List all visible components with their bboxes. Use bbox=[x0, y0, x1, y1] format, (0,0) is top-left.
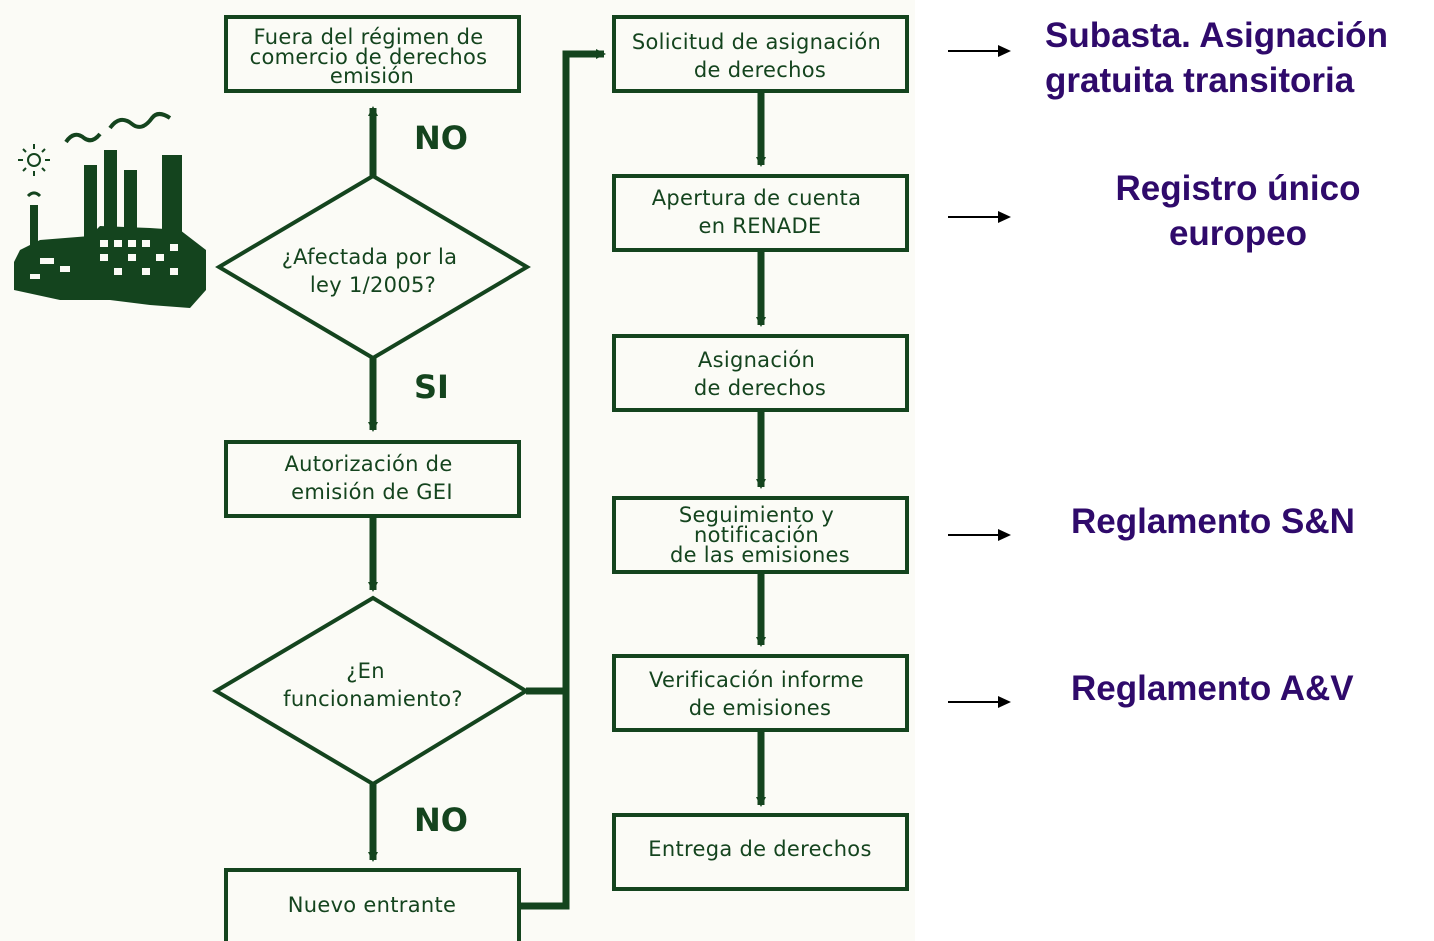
node-fuera-label: Fuera del régimen de comercio de derecho… bbox=[250, 25, 495, 88]
note-arrow-sn bbox=[948, 529, 1011, 541]
node-solicitud-box bbox=[612, 15, 909, 93]
node-seguimiento-line-3: de las emisiones bbox=[670, 543, 850, 567]
node-apertura-box bbox=[612, 174, 909, 252]
node-autorizacion-box bbox=[224, 440, 521, 518]
node-asignacion-line-1: Asignación bbox=[698, 348, 815, 372]
node-solicitud-label: Solicitud de asignación de derechos bbox=[632, 30, 888, 82]
node-seguimiento-line-1: Seguimiento y bbox=[679, 503, 834, 527]
node-nuevo-box bbox=[224, 868, 521, 941]
note-registro-line-1: Registro único bbox=[1115, 169, 1361, 208]
decision-afectada-line-2: ley 1/2005? bbox=[310, 273, 436, 297]
note-registro: Registro único europeo bbox=[1038, 166, 1434, 256]
decision-afectada-diamond bbox=[215, 173, 531, 361]
node-seguimiento-line-2: notificación bbox=[694, 523, 819, 547]
note-av: Reglamento A&V bbox=[1071, 666, 1354, 711]
answer-no-bottom: NO bbox=[414, 801, 468, 839]
node-verificacion-line-1: Verificación informe bbox=[649, 668, 864, 692]
node-entrega-box bbox=[612, 813, 909, 891]
note-arrow-av bbox=[948, 696, 1011, 708]
node-asignacion-line-2: de derechos bbox=[694, 376, 826, 400]
node-autorizacion-label: Autorización de emisión de GEI bbox=[284, 452, 459, 504]
node-solicitud-line-1: Solicitud de asignación bbox=[632, 30, 881, 54]
node-apertura-label: Apertura de cuenta en RENADE bbox=[652, 186, 868, 238]
node-verificacion-label: Verificación informe de emisiones bbox=[649, 668, 871, 720]
decision-funcionamiento-line-2: funcionamiento? bbox=[283, 687, 463, 711]
node-entrega-label: Entrega de derechos bbox=[648, 837, 871, 861]
node-apertura-line-1: Apertura de cuenta bbox=[652, 186, 861, 210]
note-arrow-registro bbox=[948, 211, 1011, 223]
node-apertura-line-2: en RENADE bbox=[699, 214, 822, 238]
note-subasta-line-1: Subasta. Asignación bbox=[1045, 16, 1388, 55]
note-subasta-line-2: gratuita transitoria bbox=[1045, 61, 1355, 100]
connector-funcionamiento-to-solicitud bbox=[526, 49, 606, 695]
node-asignacion-box bbox=[612, 334, 909, 412]
note-sn-line: Reglamento S&N bbox=[1071, 502, 1355, 541]
factory-icon bbox=[14, 112, 206, 308]
node-fuera-line-1: Fuera del régimen de bbox=[254, 25, 484, 49]
connector-nuevo-to-trunk bbox=[520, 691, 570, 910]
node-fuera-box bbox=[224, 15, 521, 93]
node-verificacion-box bbox=[612, 654, 909, 732]
node-fuera-line-2: comercio de derechos bbox=[250, 45, 488, 69]
decision-funcionamiento-diamond bbox=[212, 595, 530, 787]
decision-funcionamiento-line-1: ¿En bbox=[346, 659, 385, 683]
note-av-line: Reglamento A&V bbox=[1071, 669, 1354, 708]
note-sn: Reglamento S&N bbox=[1071, 499, 1355, 544]
decision-afectada-line-1: ¿Afectada por la bbox=[282, 245, 458, 269]
node-nuevo-label: Nuevo entrante bbox=[288, 893, 457, 917]
node-verificacion-line-2: de emisiones bbox=[689, 696, 832, 720]
node-asignacion-label: Asignación de derechos bbox=[694, 348, 826, 400]
node-seguimiento-box bbox=[612, 496, 909, 574]
note-subasta: Subasta. Asignación gratuita transitoria bbox=[1045, 13, 1388, 103]
node-seguimiento-label: Seguimiento y notificación de las emisio… bbox=[670, 503, 850, 567]
flowchart: Fuera del régimen de comercio de derecho… bbox=[14, 15, 909, 941]
decision-afectada-label: ¿Afectada por la ley 1/2005? bbox=[282, 245, 465, 297]
decision-funcionamiento-label: ¿En funcionamiento? bbox=[283, 659, 463, 711]
flow-connectors bbox=[368, 49, 766, 910]
note-arrow-subasta bbox=[948, 45, 1011, 57]
node-autorizacion-line-2: emisión de GEI bbox=[291, 480, 453, 504]
node-solicitud-line-2: de derechos bbox=[694, 58, 826, 82]
node-autorizacion-line-1: Autorización de bbox=[284, 452, 452, 476]
note-registro-line-2: europeo bbox=[1168, 214, 1308, 253]
answer-si: SI bbox=[414, 368, 449, 406]
answer-no-top: NO bbox=[414, 119, 468, 157]
node-fuera-line-3: emisión bbox=[330, 64, 414, 88]
